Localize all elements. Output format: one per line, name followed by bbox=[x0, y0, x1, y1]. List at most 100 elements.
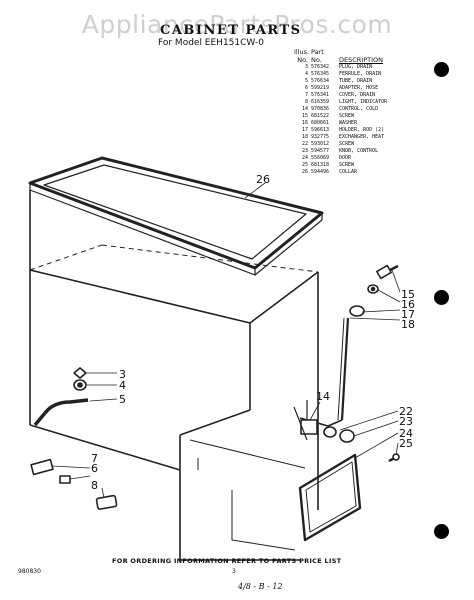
table-header-top: Illus. Part bbox=[294, 48, 444, 56]
description-cell: SCREW bbox=[339, 162, 355, 168]
header-illus: Illus. bbox=[294, 48, 310, 56]
description-cell: WASHER bbox=[339, 120, 358, 126]
description-cell: KNOB, CONTROL bbox=[339, 148, 379, 154]
part-no-cell: 593012 bbox=[311, 141, 330, 147]
callout-16: 16 bbox=[401, 298, 415, 311]
illus-no-cell: 15 bbox=[301, 113, 308, 119]
callout-24: 24 bbox=[399, 427, 413, 440]
callout-4: 4 bbox=[119, 379, 126, 392]
part-no-cell: 681318 bbox=[311, 162, 330, 168]
callout-14: 14 bbox=[316, 390, 330, 403]
callout-8: 8 bbox=[91, 479, 98, 492]
part-no-cell: 594577 bbox=[311, 148, 330, 154]
part-no-cell: 576345 bbox=[311, 71, 330, 77]
description-cell: EXCHANGER, HEAT bbox=[339, 134, 385, 140]
callout-7: 7 bbox=[91, 452, 98, 465]
illus-no-cell: 23 bbox=[301, 148, 308, 154]
description-cell: CONTROL, COLD bbox=[339, 106, 379, 112]
illus-no-cell: 8 bbox=[304, 99, 308, 105]
part-no-cell: 576342 bbox=[311, 64, 330, 70]
binder-hole-middle bbox=[434, 290, 449, 305]
control-knob-assembly bbox=[323, 426, 355, 443]
description-cell: LIGHT, INDICATOR bbox=[339, 99, 388, 105]
header-part: Part bbox=[311, 48, 324, 56]
callout-23: 23 bbox=[399, 415, 413, 428]
illus-no-cell: 25 bbox=[301, 162, 308, 168]
illus-no-cell: 22 bbox=[301, 141, 308, 147]
part-no-cell: 616359 bbox=[311, 99, 330, 105]
table-header-bottom: No. No. DESCRIPTION bbox=[294, 56, 444, 64]
compressor-compartment bbox=[179, 409, 306, 561]
callout-3: 3 bbox=[119, 368, 126, 381]
illus-no-cell: 18 bbox=[301, 134, 308, 140]
ordering-footer: FOR ORDERING INFORMATION REFER TO PARTS … bbox=[112, 557, 342, 565]
description-cell: HOLDER, ROD (2) bbox=[339, 127, 385, 133]
header-description: DESCRIPTION bbox=[339, 56, 383, 64]
access-door bbox=[298, 453, 362, 542]
illus-no-cell: 16 bbox=[301, 120, 308, 126]
part-no-cell: 932775 bbox=[311, 134, 330, 140]
part-no-cell: 970836 bbox=[311, 106, 330, 112]
binder-hole-bottom bbox=[434, 524, 449, 539]
callout-26: 26 bbox=[256, 173, 270, 186]
part-no-cell: 576634 bbox=[311, 78, 330, 84]
illus-no-cell: 26 bbox=[301, 169, 308, 175]
description-cell: COVER, DRAIN bbox=[339, 92, 376, 98]
document-number: 980830 bbox=[18, 568, 41, 575]
part-no-cell: 681522 bbox=[311, 113, 330, 119]
description-cell: FERRULE, DRAIN bbox=[339, 71, 382, 77]
description-cell: DOOR bbox=[339, 155, 352, 161]
illus-no-cell: 17 bbox=[301, 127, 308, 133]
callout-25: 25 bbox=[399, 437, 413, 450]
rod-holder-assembly bbox=[349, 264, 399, 317]
callout-22: 22 bbox=[399, 405, 413, 418]
illus-no-cell: 6 bbox=[304, 85, 308, 91]
callout-5: 5 bbox=[119, 393, 126, 406]
binder-hole-top bbox=[434, 62, 449, 77]
illus-no-cell: 7 bbox=[304, 92, 308, 98]
part-no-cell: 599219 bbox=[311, 85, 330, 91]
page-title: CABINET PARTS bbox=[160, 23, 302, 38]
door-screw bbox=[388, 453, 400, 463]
drain-plug-assembly bbox=[33, 367, 89, 427]
illus-no-cell: 3 bbox=[304, 64, 308, 70]
leader-lines bbox=[51, 182, 401, 499]
part-no-cell: 680661 bbox=[311, 120, 330, 126]
description-cell: SCREW bbox=[339, 141, 355, 147]
part-no-cell: 594496 bbox=[311, 169, 330, 175]
header-part-no: No. bbox=[311, 56, 322, 64]
part-no-cell: 596613 bbox=[311, 127, 330, 133]
description-cell: ADAPTER, HOSE bbox=[339, 85, 379, 91]
header-no: No. bbox=[297, 56, 308, 64]
watermark: AppliancePartsPros.com bbox=[81, 10, 393, 39]
callout-6: 6 bbox=[91, 462, 98, 475]
illus-no-cell: 24 bbox=[301, 155, 308, 161]
cabinet-body bbox=[29, 190, 319, 510]
callout-15: 15 bbox=[401, 288, 415, 301]
callout-17: 17 bbox=[401, 308, 415, 321]
description-cell: SCREW bbox=[339, 113, 355, 119]
part-no-cell: 556069 bbox=[311, 155, 330, 161]
illus-no-cell: 4 bbox=[304, 71, 308, 77]
callout-18: 18 bbox=[401, 318, 415, 331]
part-no-cell: 576341 bbox=[311, 92, 330, 98]
illus-no-cell: 5 bbox=[304, 78, 308, 84]
description-cell: COLLAR bbox=[339, 169, 358, 175]
